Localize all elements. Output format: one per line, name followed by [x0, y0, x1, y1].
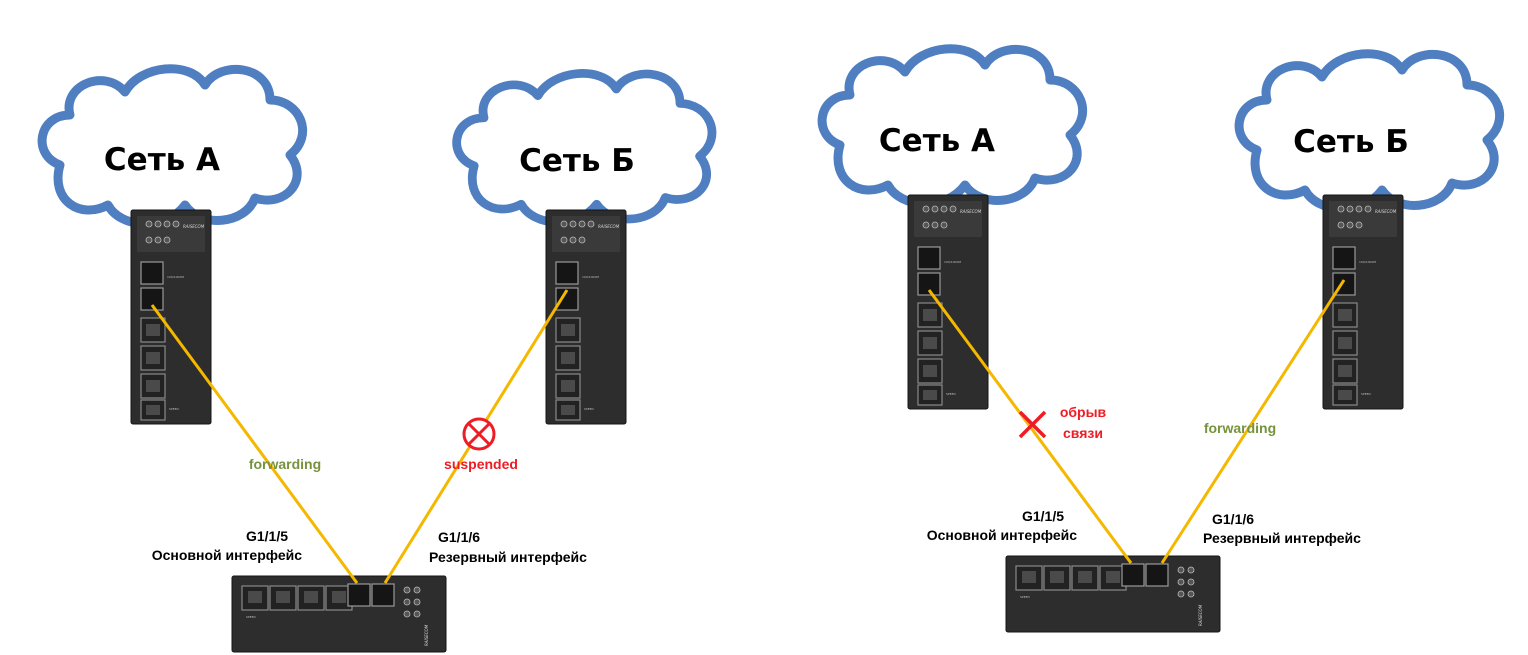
left-primary-port-id: G1/1/5 — [246, 528, 288, 544]
right-scenario: Сеть А Сеть Б обрыв связи forwarding G1/… — [822, 49, 1500, 633]
left-link-primary — [150, 304, 359, 584]
left-backup-port-id: G1/1/6 — [438, 529, 480, 545]
right-backup-port-role: Резервный интерфейс — [1203, 530, 1361, 546]
left-cloud-b-label: Сеть Б — [519, 143, 635, 179]
right-backup-port-id: G1/1/6 — [1212, 511, 1254, 527]
left-switch-network-b — [545, 209, 627, 425]
left-access-switch — [231, 575, 447, 653]
left-backup-state: suspended — [444, 456, 518, 472]
left-backup-port-role: Резервный интерфейс — [429, 549, 587, 565]
left-primary-port-role: Основной интерфейс — [152, 547, 303, 563]
right-break-label-line1: обрыв — [1060, 404, 1107, 420]
blocked-icon — [462, 417, 496, 451]
right-break-label-line2: связи — [1063, 425, 1103, 441]
right-switch-network-a — [907, 194, 989, 410]
right-primary-port-role: Основной интерфейс — [927, 527, 1078, 543]
right-access-switch — [1005, 555, 1221, 633]
left-scenario: Сеть А Сеть Б forwarding suspended G1/1/… — [42, 69, 712, 653]
left-cloud-a-label: Сеть А — [104, 142, 220, 178]
right-backup-state: forwarding — [1204, 420, 1276, 436]
left-primary-state: forwarding — [249, 456, 321, 472]
right-switch-network-b — [1322, 194, 1404, 410]
right-cloud-b-label: Сеть Б — [1293, 124, 1409, 160]
right-link-backup — [1160, 279, 1346, 564]
link-break-icon — [1018, 410, 1047, 439]
right-primary-port-id: G1/1/5 — [1022, 508, 1064, 524]
right-cloud-a-label: Сеть А — [879, 123, 995, 159]
left-switch-network-a — [130, 209, 212, 425]
